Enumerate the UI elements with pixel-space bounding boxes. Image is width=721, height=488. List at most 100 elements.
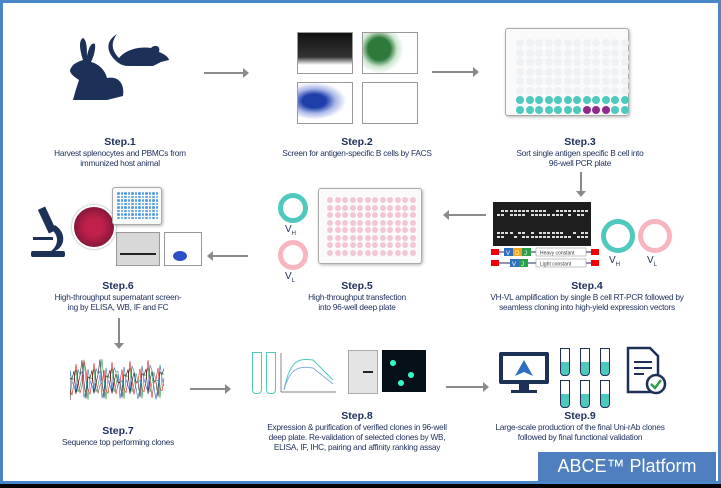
well	[128, 192, 131, 195]
well	[357, 227, 363, 233]
gel-band	[535, 214, 538, 216]
well	[145, 203, 148, 206]
well	[350, 242, 356, 248]
well	[117, 192, 120, 195]
well	[335, 212, 341, 218]
tube-icon	[600, 348, 610, 376]
well	[535, 106, 543, 114]
well	[327, 220, 333, 226]
well	[526, 39, 534, 47]
well	[573, 68, 581, 76]
well	[124, 203, 127, 206]
well	[573, 58, 581, 66]
well	[121, 192, 124, 195]
gel-band	[497, 236, 500, 238]
well	[602, 68, 610, 76]
gel-band	[531, 236, 534, 238]
gel-band	[573, 210, 576, 212]
well	[117, 196, 120, 199]
well	[611, 39, 619, 47]
well	[554, 96, 562, 104]
well	[121, 210, 124, 213]
well	[335, 250, 341, 256]
well	[611, 96, 619, 104]
well	[380, 250, 386, 256]
gel-band	[556, 232, 559, 234]
vl-plasmid-icon	[278, 240, 308, 270]
well	[117, 217, 120, 220]
well	[554, 87, 562, 95]
well	[387, 235, 393, 241]
well	[395, 212, 401, 218]
well	[573, 77, 581, 85]
well	[621, 87, 629, 95]
well	[121, 203, 124, 206]
gel-band	[577, 210, 580, 212]
j-segment-label: J	[524, 251, 527, 257]
vl-plasmid-icon	[638, 219, 672, 253]
gel-band	[514, 214, 517, 216]
gel-band	[518, 232, 521, 234]
well	[350, 250, 356, 256]
gel-band	[581, 232, 584, 234]
gel-band	[560, 236, 563, 238]
well	[592, 49, 600, 57]
well	[152, 192, 155, 195]
well	[131, 196, 134, 199]
gel-band	[510, 214, 513, 216]
gel-band	[505, 210, 508, 212]
well	[128, 206, 131, 209]
well	[357, 235, 363, 241]
well	[365, 212, 371, 218]
purification-column-icon	[252, 352, 262, 394]
well	[342, 250, 348, 256]
well	[573, 39, 581, 47]
well	[335, 205, 341, 211]
gel-band	[522, 214, 525, 216]
well	[526, 96, 534, 104]
gel-band	[547, 214, 550, 216]
well	[365, 197, 371, 203]
well	[554, 49, 562, 57]
well	[135, 199, 138, 202]
well	[545, 58, 553, 66]
flow-arrow	[118, 318, 120, 344]
well	[387, 227, 393, 233]
well	[145, 196, 148, 199]
well	[142, 203, 145, 206]
well	[342, 212, 348, 218]
well	[380, 212, 386, 218]
well	[357, 250, 363, 256]
well	[410, 235, 416, 241]
well	[564, 58, 572, 66]
step-9: Step.9Large-scale production of the fina…	[470, 410, 690, 442]
well	[372, 197, 378, 203]
well	[124, 192, 127, 195]
well	[342, 235, 348, 241]
well	[402, 235, 408, 241]
well	[145, 199, 148, 202]
well	[128, 213, 131, 216]
gel-electrophoresis-image	[493, 202, 591, 246]
well	[564, 77, 572, 85]
gel-band	[577, 236, 580, 238]
step-8: Step.8Expression & purification of verif…	[237, 410, 477, 452]
well	[410, 212, 416, 218]
well	[135, 192, 138, 195]
well	[117, 206, 120, 209]
well	[152, 217, 155, 220]
well	[387, 242, 393, 248]
gel-band	[585, 210, 588, 212]
gel-band	[535, 236, 538, 238]
well	[365, 220, 371, 226]
heavy-constant-label: Heavy constant	[540, 251, 575, 257]
well	[117, 199, 120, 202]
gel-band	[531, 210, 534, 212]
well	[350, 212, 356, 218]
well	[152, 199, 155, 202]
gel-band	[522, 232, 525, 234]
well	[342, 197, 348, 203]
well	[611, 49, 619, 57]
well	[395, 227, 401, 233]
well	[526, 49, 534, 57]
